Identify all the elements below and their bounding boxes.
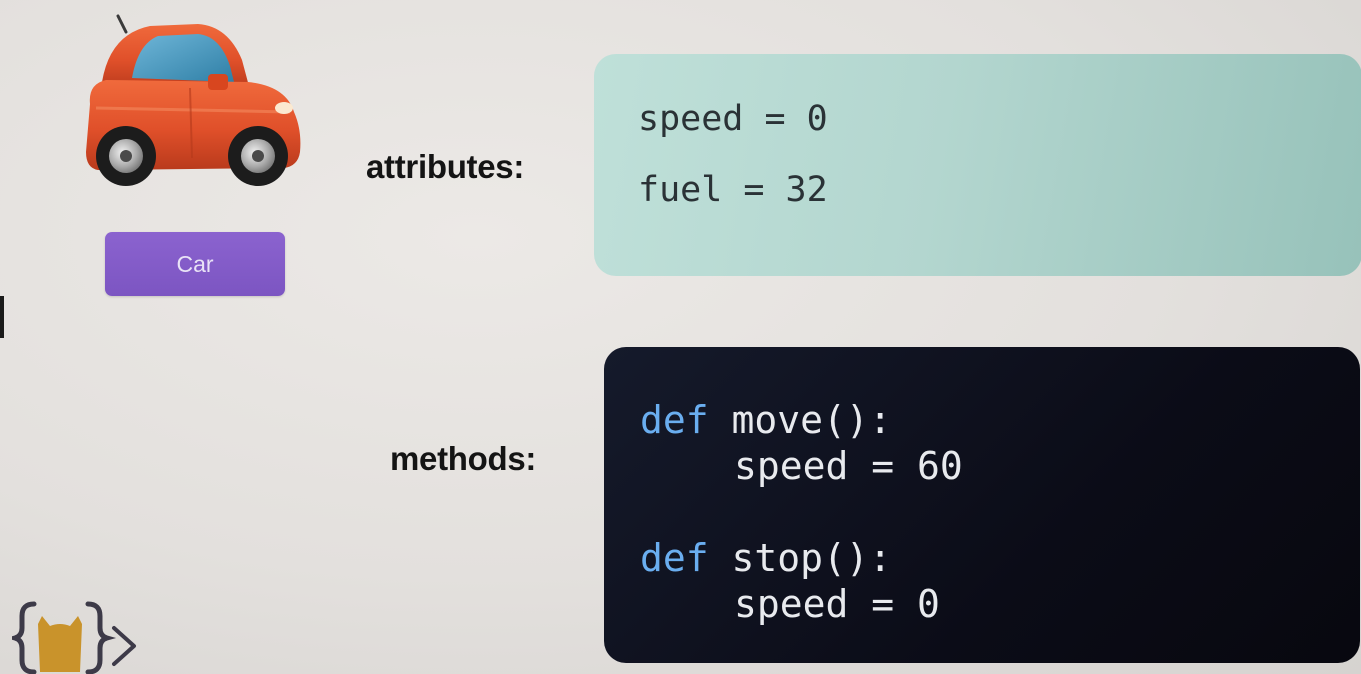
- screen-edge-marker: [0, 296, 4, 338]
- methods-code-box: def move(): speed = 60 def stop(): speed…: [604, 347, 1360, 663]
- car-class-button[interactable]: Car: [105, 232, 285, 296]
- def-keyword: def: [640, 536, 709, 580]
- methods-label: methods:: [390, 440, 537, 477]
- attribute-line-fuel: fuel = 32: [638, 170, 828, 210]
- attributes-code-box: speed = 0 fuel = 32: [594, 54, 1361, 276]
- curly-braces-logo-icon: [12, 601, 136, 674]
- method-stop-signature: def stop():: [640, 536, 892, 580]
- def-keyword: def: [640, 398, 709, 442]
- attribute-line-speed: speed = 0: [638, 99, 828, 139]
- method-move-body: speed = 60: [734, 444, 963, 488]
- attributes-label: attributes:: [366, 148, 525, 185]
- method-move-signature: def move():: [640, 398, 892, 442]
- method-stop-body: speed = 0: [734, 582, 940, 626]
- car-icon: [86, 14, 301, 186]
